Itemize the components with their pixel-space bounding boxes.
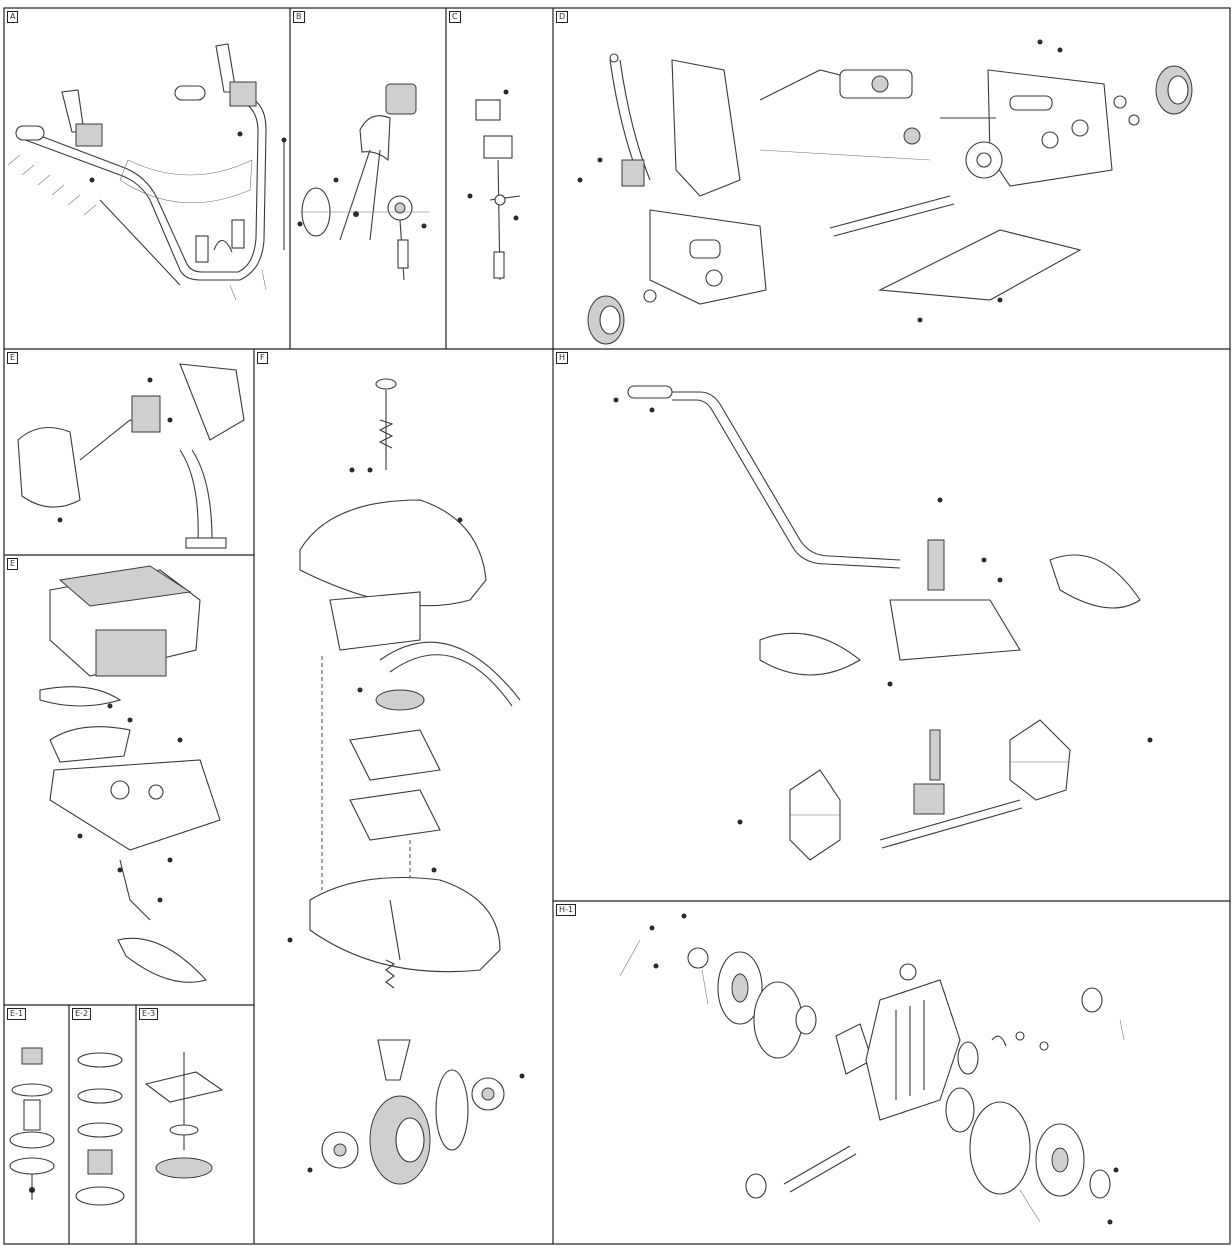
tine-rotor-left	[789, 769, 841, 861]
drive-assembly	[287, 378, 525, 1185]
panel-tag-e-engine: E	[7, 558, 19, 570]
dashboard-assembly	[17, 363, 245, 549]
handlebar-assembly	[7, 43, 287, 301]
panel-tag-e1: E-1	[7, 1008, 27, 1020]
clutch-assembly-2	[75, 1052, 125, 1206]
throttle-assembly	[297, 83, 430, 281]
panel-tag-h1: H-1	[556, 904, 576, 916]
chassis-assembly	[577, 39, 1193, 345]
panel-tag-d: D	[556, 11, 569, 23]
lever-assembly	[467, 89, 521, 281]
panel-tag-e3: E-3	[139, 1008, 159, 1020]
tine-rotor-right	[1009, 719, 1071, 801]
clutch-assembly-3	[144, 1052, 224, 1179]
panel-grid	[3, 7, 1231, 1245]
gearbox-assembly	[619, 913, 1125, 1225]
engine-assembly	[39, 565, 221, 983]
gear-wheel-large	[965, 141, 1003, 179]
panel-tag-f: F	[257, 352, 268, 364]
panel-tag-h: H	[556, 352, 569, 364]
panel-tag-e-dashboard: E	[7, 352, 19, 364]
panel-tag-b: B	[293, 11, 305, 23]
drive-wheel	[369, 1095, 431, 1185]
panel-tag-a: A	[7, 11, 19, 23]
panel-tag-c: C	[449, 11, 461, 23]
clutch-assembly-1	[9, 1047, 55, 1200]
wheel-left	[587, 295, 625, 345]
wheel-right	[1155, 65, 1193, 115]
tiller-assembly	[613, 385, 1153, 861]
panel-tag-e2: E-2	[72, 1008, 92, 1020]
